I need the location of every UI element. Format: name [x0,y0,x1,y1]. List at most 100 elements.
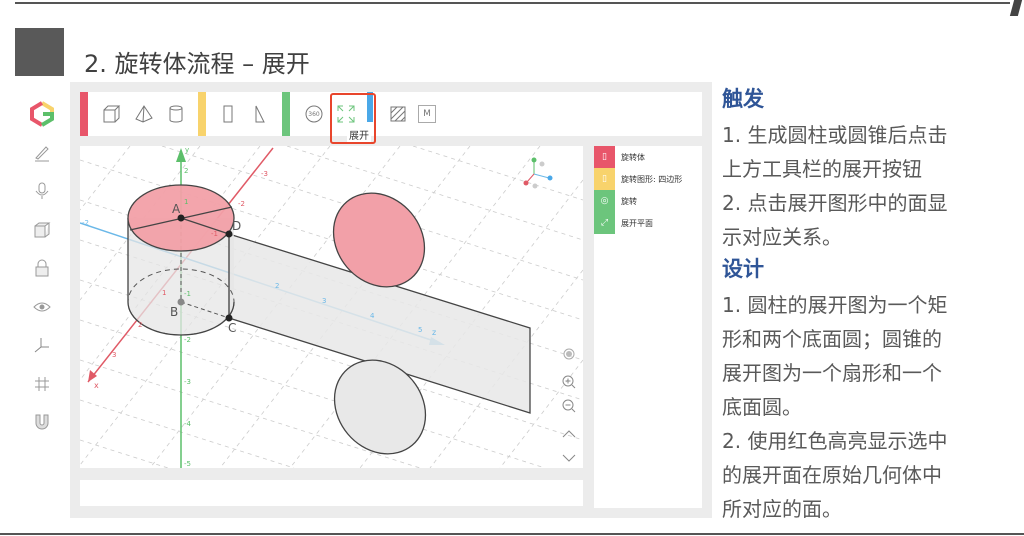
point-B[interactable] [177,298,185,306]
cube-icon[interactable] [22,211,62,250]
point-D[interactable] [225,230,233,238]
y-tick: -4 [184,420,192,428]
y-axis-arrow [176,148,186,162]
rectangle-tool[interactable] [216,102,240,126]
note-line: 所对应的面。 [722,497,842,521]
x-tick: 3 [112,351,116,359]
chevron-up-icon[interactable] [556,422,582,446]
triangle-tool[interactable] [248,102,272,126]
magnet-icon[interactable] [22,403,62,442]
y-tick: 2 [184,167,188,175]
note-line: 2. 使用红色高亮显示选中 [722,429,948,453]
zoom-in-icon[interactable] [556,370,582,394]
expand-tooltip: 展开 [347,127,371,142]
y-tick: -3 [184,378,191,386]
y-axis-label: y [185,146,189,154]
input-bar[interactable] [80,480,583,506]
expand-tool[interactable] [334,102,358,126]
list-item-label: 旋转 [621,196,637,206]
measure-tool[interactable]: M [418,105,436,123]
eye-icon[interactable] [22,288,62,327]
group-bar-shapes [198,92,206,136]
locate-icon[interactable] [556,342,582,366]
rectangle-icon: ▯ [594,168,615,190]
view-cube-gizmo[interactable] [523,157,553,189]
list-item-label: 旋转图形: 四边形 [621,174,683,184]
axes-icon[interactable] [22,326,62,365]
3d-canvas[interactable]: x -3 -2 -1 1 2 3 z -2 2 3 4 5 y 2 1 -1 -… [80,146,583,468]
y-tick: 1 [184,198,188,206]
expand-icon: ⤢ [594,212,615,234]
cube-tool[interactable] [100,102,124,126]
rotate-label: 360 [308,111,320,118]
bottom-rule [0,533,1024,535]
sidebar [22,95,62,442]
app-logo [22,95,62,134]
note-line: 示对应关系。 [722,225,842,249]
label-C: C [228,321,236,335]
label-D: D [232,219,241,233]
measure-label: M [423,109,431,119]
slide-title: 2. 旋转体流程 – 展开 [84,50,310,78]
z-tick: 4 [370,312,375,320]
microphone-icon[interactable] [22,172,62,211]
point-C[interactable] [225,314,233,322]
grid-icon[interactable] [22,365,62,404]
note-line: 形和两个底面圆；圆锥的 [722,327,942,351]
label-A: A [172,202,181,216]
hatched-square-tool[interactable] [386,102,410,126]
note-line: 1. 生成圆柱或圆锥后点击 [722,123,948,147]
note-line: 底面圆。 [722,395,802,419]
top-rule [15,2,1010,4]
unfolded-bottom-circle[interactable] [316,342,445,468]
point-A[interactable] [177,214,185,222]
cylinder-icon: ▯ [594,146,615,168]
pencil-icon[interactable] [22,134,62,173]
group-bar-solids [80,92,88,136]
x-tick: -3 [261,170,268,178]
lock-icon[interactable] [22,249,62,288]
x-axis-label: x [94,381,99,390]
object-list: ▯ 旋转体 ▯ 旋转图形: 四边形 ◎ 旋转 ⤢ 展开平面 [594,146,702,508]
note-line: 展开图为一个扇形和一个 [722,361,942,385]
note-line: 2. 点击展开图形中的面显 [722,191,948,215]
zoom-out-icon[interactable] [556,394,582,418]
corner-mark [1009,0,1023,16]
rotate-360-tool[interactable]: 360 [302,102,326,126]
list-item-label: 旋转体 [621,152,645,162]
list-item-shape[interactable]: ▯ 旋转图形: 四边形 [594,168,702,190]
z-tick: 5 [418,326,422,334]
y-tick: -1 [184,290,191,298]
chevron-down-icon[interactable] [556,446,582,470]
rotate-icon: ◎ [594,190,615,212]
x-tick: 2 [138,321,142,329]
cylinder-tool[interactable] [164,102,188,126]
y-tick: -5 [184,460,191,468]
list-item-rotate[interactable]: ◎ 旋转 [594,190,702,212]
note-line: 1. 圆柱的展开图为一个矩 [722,293,948,317]
list-item-solid[interactable]: ▯ 旋转体 [594,146,702,168]
y-tick: -2 [184,336,191,344]
expand-tool-highlight [330,93,376,144]
design-heading: 设计 [722,257,764,281]
title-marker [15,28,64,76]
z-tick: -2 [82,219,89,227]
view-controls [556,342,582,470]
x-tick: -2 [238,200,245,208]
x-tick: -1 [211,230,218,238]
label-B: B [170,305,178,319]
notes-panel: 触发 1. 生成圆柱或圆锥后点击 上方工具栏的展开按钮 2. 点击展开图形中的面… [722,84,1022,526]
pyramid-tool[interactable] [132,102,156,126]
note-line: 的展开面在原始几何体中 [722,463,942,487]
z-tick: 2 [275,282,279,290]
group-bar-operations [282,92,290,136]
toolbar: 360 M [80,92,702,136]
list-item-unfold[interactable]: ⤢ 展开平面 [594,212,702,234]
z-tick: 3 [322,297,326,305]
list-item-label: 展开平面 [621,218,653,228]
trigger-heading: 触发 [722,87,764,111]
group-bar-view [367,92,373,122]
note-line: 上方工具栏的展开按钮 [722,157,922,181]
x-tick: 1 [162,289,166,297]
unfolded-top-circle[interactable] [315,175,444,306]
